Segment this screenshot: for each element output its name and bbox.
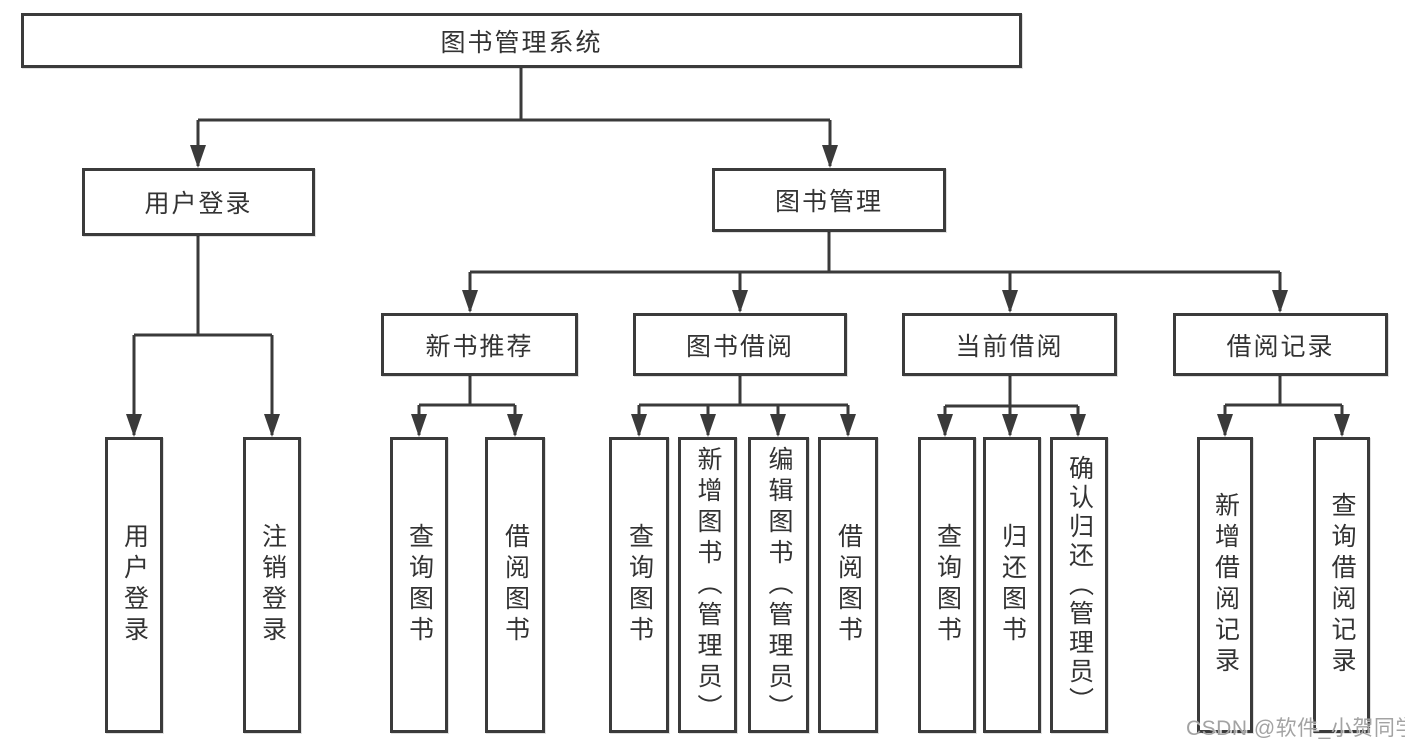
node-root-label: 图书管理系统: [440, 28, 603, 57]
leaf-user-login: 用户登录: [105, 437, 163, 733]
node-current-borrow: 当前借阅: [902, 313, 1117, 376]
leaf-recommend-query-books: 查询图书: [390, 437, 448, 733]
leaf-borrow-borrow-books: 借阅图书: [818, 437, 878, 733]
node-root: 图书管理系统: [21, 13, 1022, 68]
leaf-logout: 注销登录: [243, 437, 301, 733]
node-user-login: 用户登录: [82, 168, 315, 236]
leaf-current-return-books: 归还图书: [983, 437, 1041, 733]
node-new-book-recommend: 新书推荐: [381, 313, 578, 376]
node-user-login-label: 用户登录: [144, 190, 253, 218]
leaf-recommend-borrow-books: 借阅图书: [485, 437, 545, 733]
leaf-records-add-record: 新增借阅记录: [1197, 437, 1253, 733]
leaf-current-confirm-return-admin: 确认归还（管理员）: [1050, 437, 1108, 733]
node-book-management-label: 图书管理: [774, 188, 883, 216]
leaf-borrow-query-books: 查询图书: [609, 437, 669, 733]
arrowheads: [126, 145, 1350, 437]
node-borrow-records: 借阅记录: [1173, 313, 1388, 376]
leaf-current-query-books: 查询图书: [918, 437, 976, 733]
leaf-records-query-record: 查询借阅记录: [1313, 437, 1370, 733]
watermark: CSDN @软件_小贺同学: [1186, 717, 1405, 740]
node-book-management: 图书管理: [712, 168, 946, 232]
leaf-borrow-edit-books-admin: 编辑图书（管理员）: [748, 437, 809, 733]
leaf-borrow-add-books-admin: 新增图书（管理员）: [678, 437, 737, 733]
node-book-borrow: 图书借阅: [633, 313, 847, 376]
